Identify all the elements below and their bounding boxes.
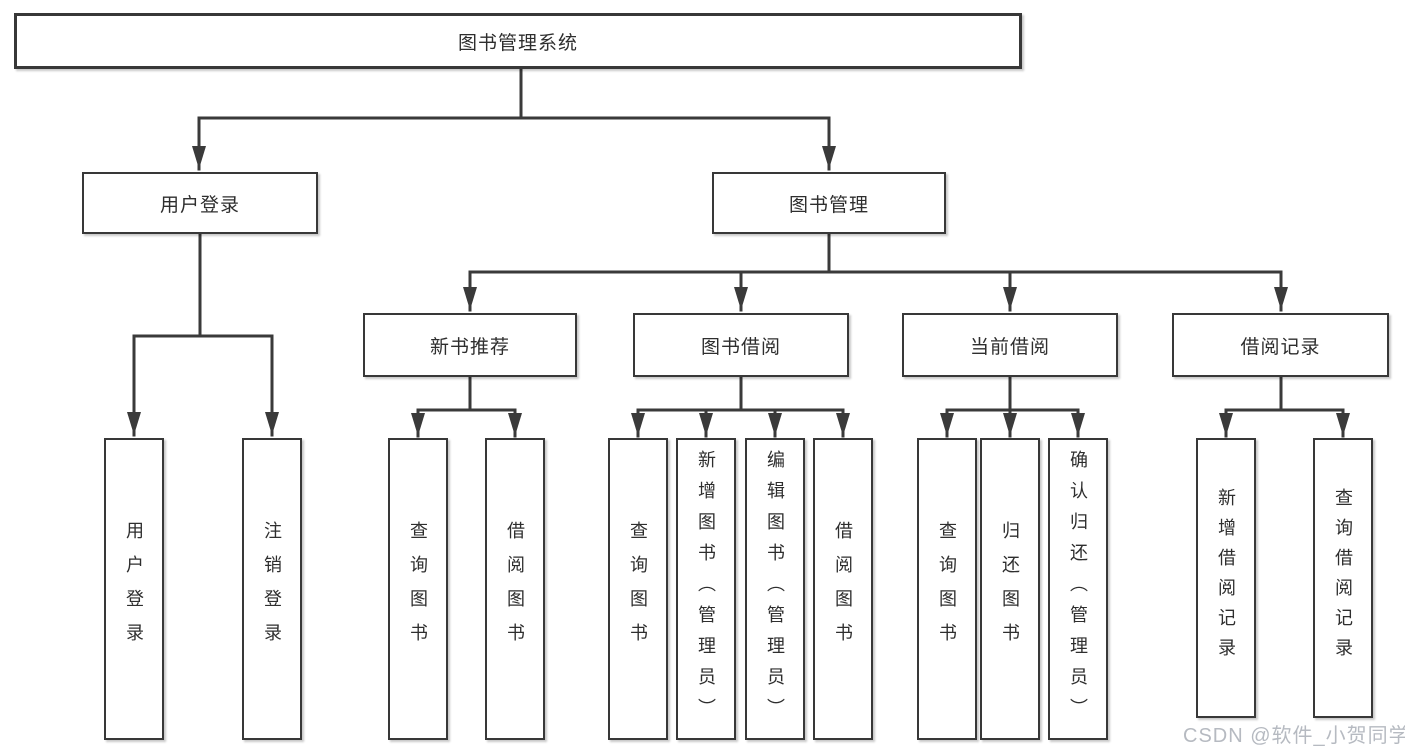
leaf-borrow-query-books: 查询图书 (608, 438, 668, 740)
node-user-login: 用户登录 (82, 172, 318, 234)
leaf-label: 查询图书 (628, 521, 648, 657)
leaf-label: 查询借阅记录 (1333, 488, 1353, 668)
csdn-watermark: CSDN @软件_小贺同学 (1183, 725, 1405, 747)
node-book-borrow: 图书借阅 (633, 313, 849, 377)
connector-book-borrow-children (631, 375, 850, 438)
connector-new-book-children (411, 375, 522, 438)
leaf-user-login: 用户登录 (104, 438, 164, 740)
leaf-records-query-borrow-record: 查询借阅记录 (1313, 438, 1373, 718)
leaf-logout-login: 注销登录 (242, 438, 302, 740)
leaf-borrow-add-books-admin: 新增图书（管理员） (676, 438, 736, 740)
leaf-newbooks-query-books: 查询图书 (388, 438, 448, 740)
leaf-newbooks-borrow-books: 借阅图书 (485, 438, 545, 740)
connector-borrow-records-children (1219, 375, 1350, 438)
leaf-label: 注销登录 (262, 521, 282, 657)
connector-book-management-children (463, 232, 1288, 312)
leaf-label: 用户登录 (124, 521, 144, 657)
leaf-label: 归还图书 (1000, 521, 1020, 657)
leaf-label: 查询图书 (937, 521, 957, 657)
connector-user-login-children (127, 232, 279, 437)
leaf-current-confirm-return-admin: 确认归还（管理员） (1048, 438, 1108, 740)
node-book-management: 图书管理 (712, 172, 946, 234)
leaf-records-add-borrow-record: 新增借阅记录 (1196, 438, 1256, 718)
connector-current-borrow-children (940, 375, 1085, 438)
leaf-label: 新增借阅记录 (1216, 488, 1236, 668)
leaf-borrow-edit-books-admin: 编辑图书（管理员） (745, 438, 805, 740)
node-new-book-recommend: 新书推荐 (363, 313, 577, 377)
leaf-current-query-books: 查询图书 (917, 438, 977, 740)
leaf-label: 查询图书 (408, 521, 428, 657)
node-borrow-records: 借阅记录 (1172, 313, 1389, 377)
leaf-label: 借阅图书 (505, 521, 525, 657)
node-library-management-system: 图书管理系统 (14, 13, 1022, 69)
leaf-label: 新增图书（管理员） (696, 449, 716, 729)
leaf-label: 借阅图书 (833, 521, 853, 657)
connector-root-to-level2 (192, 67, 836, 171)
leaf-label: 编辑图书（管理员） (765, 449, 785, 729)
node-current-borrow: 当前借阅 (902, 313, 1118, 377)
leaf-borrow-borrow-books: 借阅图书 (813, 438, 873, 740)
leaf-current-return-books: 归还图书 (980, 438, 1040, 740)
leaf-label: 确认归还（管理员） (1068, 449, 1088, 729)
